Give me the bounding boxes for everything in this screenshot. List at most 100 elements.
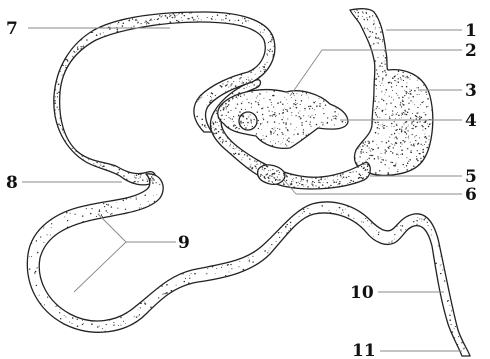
stipple-dot bbox=[378, 76, 379, 77]
stipple-dot bbox=[336, 116, 337, 117]
stipple-dot bbox=[427, 123, 428, 124]
stipple-dot bbox=[357, 18, 358, 19]
stipple-dot bbox=[272, 56, 273, 57]
stipple-dot bbox=[189, 13, 190, 14]
stipple-dot bbox=[274, 127, 275, 128]
stipple-dot bbox=[392, 144, 393, 145]
stipple-dot bbox=[382, 110, 383, 111]
stipple-dot bbox=[291, 97, 292, 98]
stipple-dot bbox=[378, 147, 379, 148]
stipple-dot bbox=[240, 96, 241, 97]
stipple-dot bbox=[97, 203, 98, 204]
stipple-dot bbox=[400, 154, 401, 155]
stipple-dot bbox=[154, 201, 155, 202]
stipple-dot bbox=[297, 185, 298, 186]
stipple-dot bbox=[82, 320, 83, 321]
stipple-dot bbox=[43, 227, 44, 228]
stipple-dot bbox=[406, 121, 407, 122]
stipple-dot bbox=[312, 184, 314, 186]
stipple-dot bbox=[386, 126, 387, 127]
stipple-dot bbox=[360, 177, 361, 178]
stipple-dot bbox=[114, 324, 115, 325]
stipple-dot bbox=[306, 93, 307, 94]
stipple-dot bbox=[374, 98, 375, 99]
stipple-dot bbox=[271, 39, 273, 41]
stipple-dot bbox=[212, 93, 213, 94]
stipple-dot bbox=[362, 178, 363, 179]
stipple-dot bbox=[252, 92, 253, 93]
stipple-dot bbox=[260, 176, 261, 177]
stipple-dot bbox=[144, 301, 145, 302]
stipple-dot bbox=[239, 261, 240, 262]
stipple-dot bbox=[397, 171, 398, 172]
stipple-dot bbox=[413, 165, 414, 166]
stipple-dot bbox=[225, 141, 226, 142]
stipple-dot bbox=[382, 80, 383, 81]
stipple-dot bbox=[221, 267, 222, 268]
stipple-dot bbox=[279, 113, 280, 114]
stipple-dot bbox=[398, 155, 399, 156]
stipple-dot bbox=[412, 128, 414, 130]
stipple-dot bbox=[126, 179, 127, 180]
stipple-dot bbox=[55, 306, 56, 307]
stipple-dot bbox=[60, 318, 61, 319]
stipple-dot bbox=[220, 110, 221, 111]
stipple-dot bbox=[283, 184, 285, 186]
stipple-dot bbox=[396, 107, 397, 108]
stipple-dot bbox=[72, 317, 74, 319]
stipple-dot bbox=[362, 11, 363, 12]
stipple-dot bbox=[385, 160, 386, 161]
stipple-dot bbox=[303, 186, 304, 187]
stipple-dot bbox=[331, 119, 332, 120]
stipple-dot bbox=[438, 245, 439, 246]
stipple-dot bbox=[385, 114, 386, 115]
stipple-dot bbox=[406, 114, 407, 115]
stipple-dot bbox=[219, 137, 220, 138]
stipple-dot bbox=[394, 145, 395, 146]
stipple-dot bbox=[402, 75, 403, 76]
stipple-dot bbox=[419, 94, 420, 95]
stipple-dot bbox=[396, 138, 397, 139]
stipple-dot bbox=[258, 168, 259, 169]
stipple-dot bbox=[398, 115, 399, 116]
stipple-dot bbox=[372, 141, 374, 143]
stipple-dot bbox=[31, 256, 32, 257]
stipple-dot bbox=[298, 182, 299, 183]
stipple-dot bbox=[322, 122, 323, 123]
stipple-dot bbox=[255, 166, 256, 167]
stipple-dot bbox=[131, 27, 132, 28]
stipple-dot bbox=[416, 158, 418, 160]
stipple-dot bbox=[449, 315, 450, 316]
stipple-dot bbox=[367, 220, 368, 221]
stipple-dot bbox=[82, 155, 83, 156]
stipple-dot bbox=[145, 21, 147, 23]
stipple-dot bbox=[274, 121, 276, 123]
stipple-dot bbox=[310, 121, 311, 122]
stipple-dot bbox=[146, 23, 147, 24]
stipple-dot bbox=[252, 126, 253, 127]
stipple-dot bbox=[379, 108, 380, 109]
stipple-dot bbox=[231, 88, 232, 89]
stipple-dot bbox=[403, 104, 404, 105]
stipple-dot bbox=[279, 179, 280, 180]
stipple-dot bbox=[72, 323, 73, 324]
stipple-dot bbox=[353, 181, 354, 182]
stipple-dot bbox=[336, 210, 337, 211]
stipple-dot bbox=[295, 177, 296, 178]
stipple-dot bbox=[75, 151, 76, 152]
stipple-dot bbox=[231, 268, 232, 269]
stipple-dot bbox=[320, 182, 321, 183]
stipple-dot bbox=[287, 118, 288, 119]
stipple-dot bbox=[221, 127, 222, 128]
stipple-dot bbox=[117, 208, 118, 209]
stipple-dot bbox=[407, 148, 408, 149]
stipple-dot bbox=[177, 22, 178, 23]
stipple-dot bbox=[223, 20, 224, 21]
stipple-dot bbox=[263, 119, 264, 120]
stipple-dot bbox=[316, 124, 318, 126]
stipple-dot bbox=[223, 107, 224, 108]
stipple-dot bbox=[301, 122, 302, 123]
stipple-dot bbox=[375, 28, 376, 29]
stipple-dot bbox=[148, 201, 149, 202]
stipple-dot bbox=[258, 102, 259, 103]
